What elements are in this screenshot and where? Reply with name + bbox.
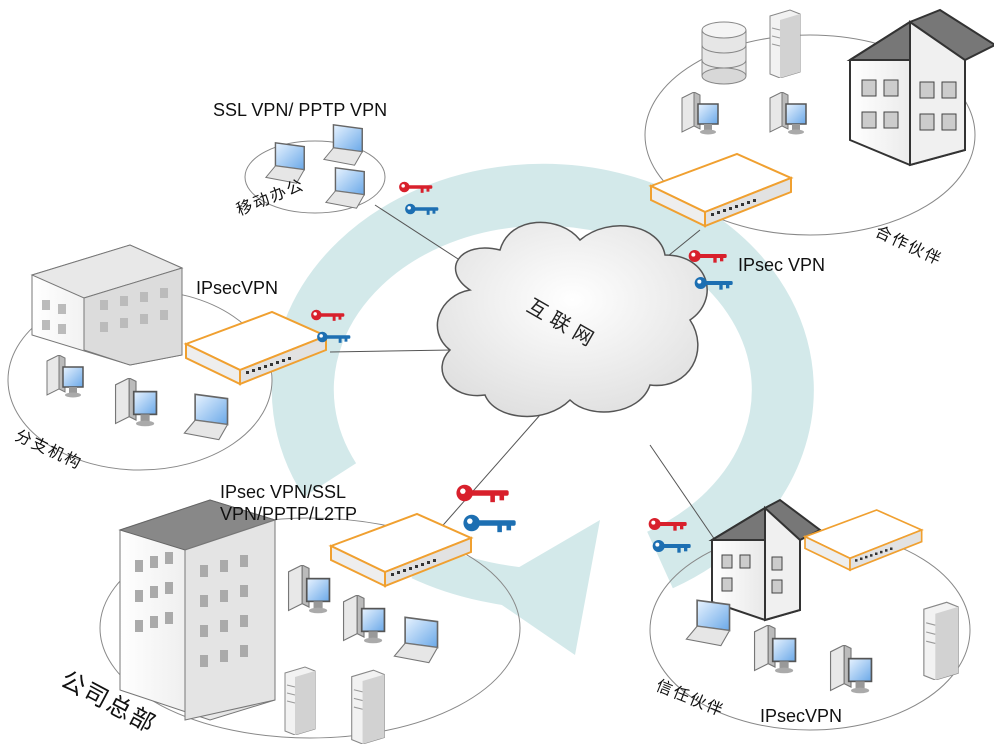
trusted-pc-1 [753,625,797,675]
trusted-vpn-device [804,509,923,571]
partner-pc-1 [681,92,719,136]
hq-pc-2 [342,595,386,645]
link-hq [429,414,541,541]
branch-pc-1 [46,355,84,399]
partner-server-icon [769,9,801,78]
trusted-vpn-label: IPsecVPN [760,706,843,726]
branch-building-icon [30,244,184,366]
internet-cloud [436,221,708,418]
hq-vpn-label-line1: IPsec VPN/SSL [220,482,347,502]
trusted-pc-2 [829,645,873,695]
key-blue-icon-hq [463,514,516,533]
hq-server-1 [284,666,316,735]
mobile-site-ellipse [244,140,386,214]
link-trusted [649,444,716,541]
branch-vpn-label: IPsecVPN [196,278,279,298]
trusted-laptop [685,599,731,647]
hq-pc-1 [287,565,331,615]
key-red-icon-hq [456,484,509,503]
trusted-server [923,601,959,680]
mobile-laptop-2 [323,124,363,166]
hq-laptop [393,616,439,664]
hq-vpn-label-line2: VPN/PPTP/L2TP [220,504,358,524]
hq-site-ellipse [99,517,521,739]
partner-house-icon [846,8,994,167]
link-branch [329,349,453,353]
partner-pc-2 [769,92,807,136]
branch-pc-2 [114,378,158,428]
hq-server-2 [351,669,385,744]
mobile-vpn-label: SSL VPN/ PPTP VPN [213,100,388,120]
partner-vpn-label: IPsec VPN [738,255,826,275]
hq-tower-icon [118,499,277,721]
mobile-laptop-3 [325,167,365,209]
partner-database-icon [701,21,747,85]
partner-site-ellipse [644,34,976,236]
branch-laptop [183,393,229,441]
